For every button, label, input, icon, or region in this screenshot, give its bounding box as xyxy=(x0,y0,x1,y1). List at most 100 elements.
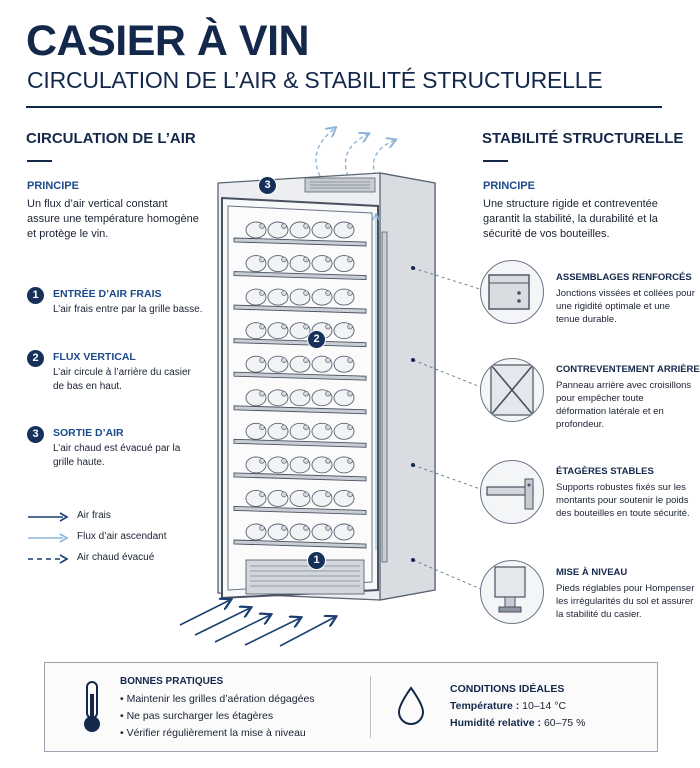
thermometer-icon xyxy=(84,681,100,732)
feature-text: Jonctions vissées et collées pour une ri… xyxy=(556,288,695,325)
bottle-neck xyxy=(259,491,265,498)
bottle-neck xyxy=(259,256,265,263)
detail-stable-shelves xyxy=(480,460,544,524)
feature-text: Supports robustes fixés sur les montants… xyxy=(556,482,690,519)
step-text: L’air frais entre par la grille basse. xyxy=(53,304,203,315)
shelf-plank xyxy=(233,539,367,549)
step-number-badge: 1 xyxy=(27,287,44,304)
exhaust-arrows xyxy=(315,128,395,177)
left-section-title: CIRCULATION DE L’AIR xyxy=(26,130,196,147)
bottle-neck xyxy=(325,391,331,397)
legend-label: Air chaud évacué xyxy=(77,552,155,563)
feature-title: CONTREVENTEMENT ARRIÈRE xyxy=(556,364,700,375)
feature-stable-shelves: ÉTAGÈRES STABLES Supports robustes fixés… xyxy=(556,466,696,520)
feature-title: ÉTAGÈRES STABLES xyxy=(556,466,654,477)
left-principle-text: Un flux d’air vertical constant assure u… xyxy=(27,198,199,240)
bottle-neck xyxy=(259,290,265,296)
dashed-arrow-icon xyxy=(28,554,69,564)
right-section-title: STABILITÉ STRUCTURELLE xyxy=(482,130,684,147)
wine-rack-diagram xyxy=(179,120,436,647)
condition-label: Température : xyxy=(450,700,520,712)
feature-levelling: MISE À NIVEAU Pieds réglables pour Hompe… xyxy=(556,567,696,621)
bottle-neck xyxy=(325,525,331,531)
bottle-neck xyxy=(281,525,287,531)
bottle-neck xyxy=(281,357,287,363)
page-subtitle: CIRCULATION DE L’AIR & STABILITÉ STRUCTU… xyxy=(27,67,603,93)
shelf-plank xyxy=(233,438,367,448)
bottle-neck xyxy=(259,424,265,431)
feature-text: Panneau arrière avec croisillons pour em… xyxy=(556,380,692,430)
bottle-neck xyxy=(281,458,287,464)
shelves xyxy=(233,221,367,549)
condition-value: 60–75 % xyxy=(541,717,586,729)
bottle-neck xyxy=(347,357,353,363)
shelf xyxy=(233,456,367,482)
feature-text: Pieds réglables pour Hompenser les irrég… xyxy=(556,583,695,620)
bottle-neck xyxy=(347,525,353,531)
bottle-neck xyxy=(325,424,331,431)
shelf xyxy=(233,288,367,314)
bottle-neck xyxy=(303,256,309,263)
feature-reinforced-joints: ASSEMBLAGES RENFORCÉS Jonctions vissées … xyxy=(556,272,696,326)
practice-item: • Maintenir les grilles d’aération dégag… xyxy=(120,693,315,705)
shelf xyxy=(233,523,367,549)
bottle-neck xyxy=(303,458,309,464)
step-number-badge: 3 xyxy=(27,426,44,443)
shelf-plank xyxy=(233,505,367,515)
shelf-plank xyxy=(233,237,367,247)
foot-detail-icon xyxy=(494,566,526,613)
bottle-neck xyxy=(281,391,287,397)
shelf xyxy=(233,389,367,415)
legend-label: Air frais xyxy=(77,510,111,521)
condition-value: 10–14 °C xyxy=(519,700,567,712)
bottle-neck xyxy=(347,424,353,431)
bottle-neck xyxy=(259,391,265,397)
bottle-neck xyxy=(347,290,353,296)
page-title: CASIER À VIN xyxy=(26,17,310,65)
bottle-neck xyxy=(281,256,287,263)
shelf-detail-icon xyxy=(486,478,534,510)
step-title: FLUX VERTICAL xyxy=(53,351,136,363)
shelf xyxy=(233,221,367,247)
bottle-neck xyxy=(303,290,309,296)
shelf xyxy=(233,355,367,381)
bottle-neck xyxy=(325,357,331,363)
bottle-neck xyxy=(281,223,287,229)
bottle-neck xyxy=(325,458,331,464)
info-panel-divider xyxy=(370,676,371,738)
bottle-neck xyxy=(259,458,265,464)
condition-temperature: Température : 10–14 °C xyxy=(450,700,566,712)
intake-arrows xyxy=(179,600,335,647)
bottle-neck xyxy=(347,458,353,464)
detail-reinforced-joint xyxy=(480,260,544,324)
bottle-neck xyxy=(259,525,265,531)
shelf-plank xyxy=(233,271,367,281)
practice-item: • Vérifier régulièrement la mise à nivea… xyxy=(120,727,306,739)
bottom-vent-grille xyxy=(245,559,365,595)
left-principle-label: PRINCIPE xyxy=(27,180,79,192)
bottle-neck xyxy=(281,424,287,431)
left-section-rule xyxy=(27,160,52,162)
condition-label: Humidité relative : xyxy=(450,717,542,729)
diagram-marker-3: 3 xyxy=(258,176,277,195)
bracing-detail-icon xyxy=(490,364,534,416)
bottle-neck xyxy=(347,391,353,397)
bottle-neck xyxy=(325,223,331,229)
shelf-plank xyxy=(233,371,367,381)
bottle-neck xyxy=(325,323,331,330)
bottle-neck xyxy=(259,223,265,229)
step-title: ENTRÉE D’AIR FRAIS xyxy=(53,288,162,300)
shelf-plank xyxy=(233,304,367,314)
step-text: L’air chaud est évacué par la grille hau… xyxy=(53,443,181,468)
bottle-neck xyxy=(303,223,309,229)
shelf xyxy=(233,322,367,348)
bottle-neck xyxy=(281,323,287,330)
condition-humidity: Humidité relative : 60–75 % xyxy=(450,717,585,729)
bottle-neck xyxy=(281,491,287,498)
bottle-neck xyxy=(259,357,265,363)
bottle-neck xyxy=(325,256,331,263)
solid-arrow-icon xyxy=(28,512,69,522)
light-arrow-icon xyxy=(28,533,69,543)
joint-detail-icon xyxy=(488,274,530,310)
diagram-marker-1: 1 xyxy=(307,551,326,570)
